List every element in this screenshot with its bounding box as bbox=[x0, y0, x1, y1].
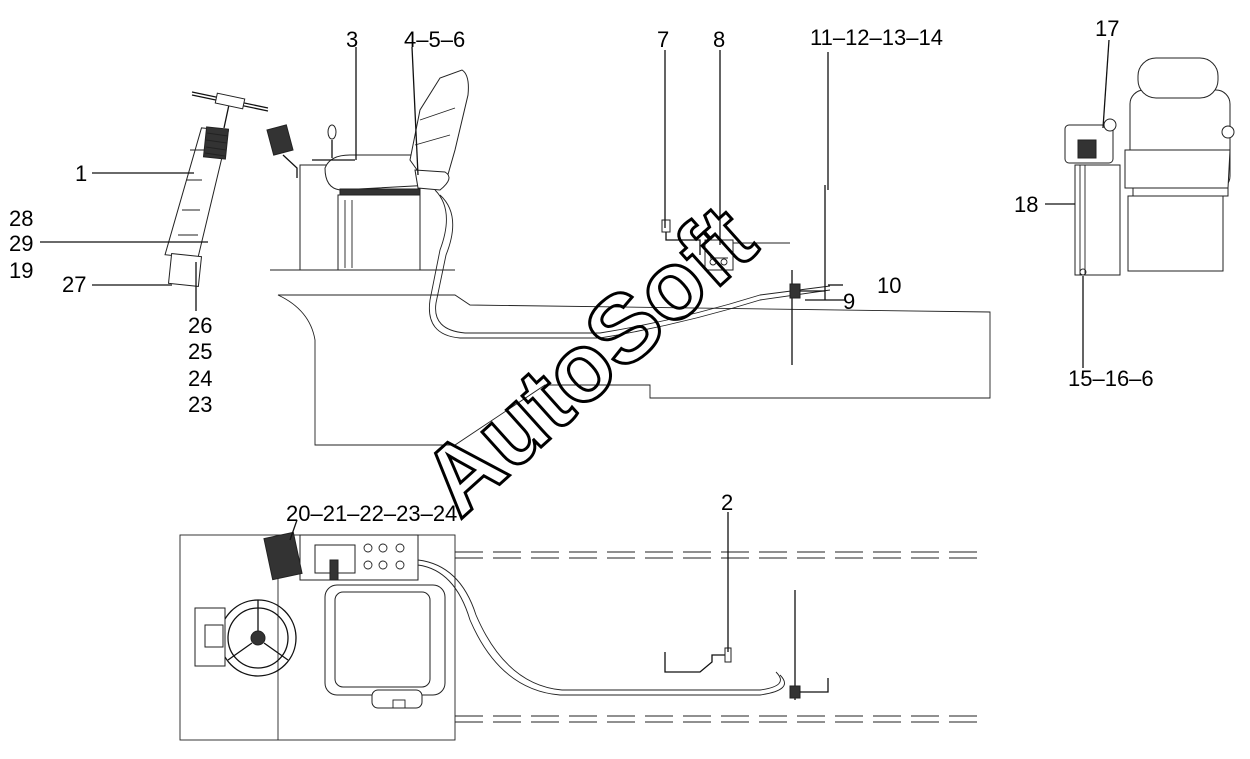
leader-lines bbox=[40, 39, 1110, 652]
watermark: AutoSoft bbox=[402, 185, 775, 536]
callout-11-12-13-14: 11–12–13–14 bbox=[810, 25, 943, 50]
callout-18: 18 bbox=[1014, 192, 1038, 217]
callout-3: 3 bbox=[346, 27, 358, 52]
callout-23: 23 bbox=[188, 392, 212, 417]
callout-27: 27 bbox=[62, 272, 86, 297]
callout-4-5-6: 4–5–6 bbox=[404, 27, 465, 52]
callout-24: 24 bbox=[188, 366, 212, 391]
callout-25: 25 bbox=[188, 339, 212, 364]
callout-15-16-6: 15–16–6 bbox=[1068, 366, 1154, 391]
callout-19: 19 bbox=[9, 258, 33, 283]
top-view bbox=[179, 531, 985, 741]
callout-17: 17 bbox=[1095, 16, 1119, 41]
callout-labels: 1 28 29 19 27 26 25 24 23 3 4–5–6 7 8 11… bbox=[9, 16, 1154, 526]
callout-29: 29 bbox=[9, 231, 33, 256]
side-view bbox=[164, 69, 991, 446]
callout-26: 26 bbox=[188, 313, 212, 338]
front-view bbox=[1064, 57, 1235, 276]
callout-28: 28 bbox=[9, 206, 33, 231]
callout-7: 7 bbox=[657, 27, 669, 52]
callout-10: 10 bbox=[877, 273, 901, 298]
callout-8: 8 bbox=[713, 27, 725, 52]
callout-2: 2 bbox=[721, 490, 733, 515]
callout-1: 1 bbox=[75, 161, 87, 186]
callout-20-21-22-23-24: 20–21–22–23–24 bbox=[286, 501, 457, 526]
callout-9: 9 bbox=[843, 289, 855, 314]
